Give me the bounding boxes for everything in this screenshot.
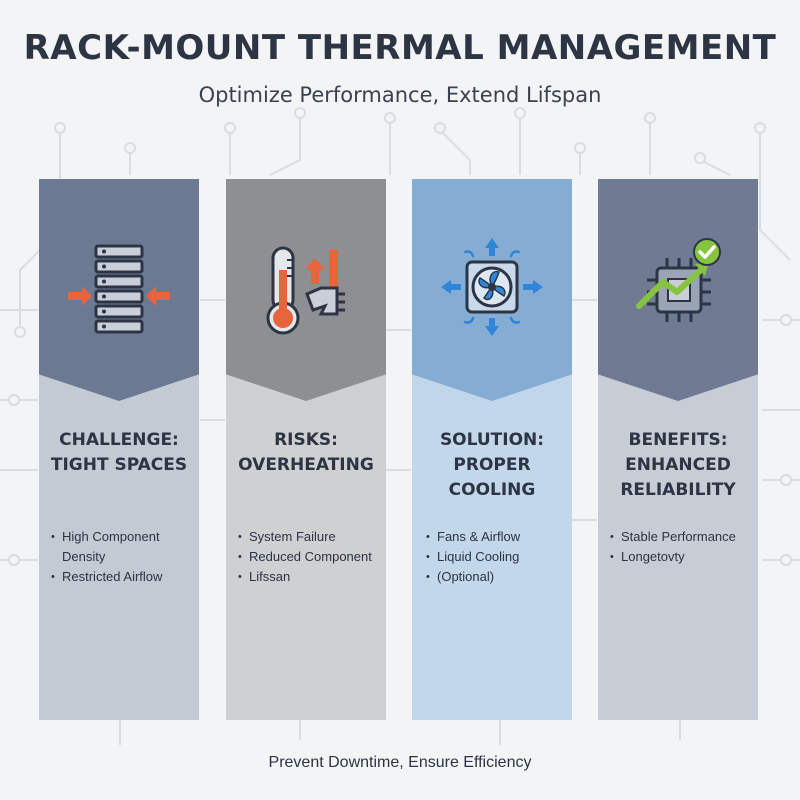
heading-line: BENEFITS: [628, 430, 728, 450]
column-risks: RISKS: OVERHEATING System Failure Reduce… [226, 179, 386, 720]
bullet-list: System Failure Reduced Component Lifssan [238, 527, 388, 587]
server-rack-icon [68, 244, 170, 334]
bullet-list: Stable Performance Longetovty [610, 527, 760, 567]
footer-tagline: Prevent Downtime, Ensure Efficiency [268, 754, 532, 771]
page-subtitle: Optimize Performance, Extend Lifspan [198, 83, 602, 107]
chip-check-icon [636, 238, 721, 322]
list-item: System Failure [238, 527, 388, 547]
heading-line: ENHANCED [625, 455, 731, 475]
heading-line: SOLUTION: [439, 430, 545, 450]
thermometer-icon [266, 246, 345, 335]
column-challenge: CHALLENGE: TIGHT SPACES High Component D… [39, 179, 199, 720]
column-benefits: BENEFITS: ENHANCED RELIABILITY Stable Pe… [598, 179, 758, 720]
heading-line: TIGHT SPACES [50, 455, 188, 475]
page-title: RACK-MOUNT THERMAL MANAGEMENT [23, 28, 777, 68]
column-heading: CHALLENGE: TIGHT SPACES [39, 428, 199, 478]
list-item: Restricted Airflow [51, 567, 201, 587]
list-item: Liquid Cooling [426, 547, 576, 567]
heading-line: PROPER COOLING [448, 455, 536, 500]
list-item: Lifssan [238, 567, 388, 587]
heading-line: CHALLENGE: [59, 430, 179, 450]
heading-line: OVERHEATING [238, 455, 374, 475]
bullet-list: Fans & Airflow Liquid Cooling (Optional) [426, 527, 576, 587]
list-item: Stable Performance [610, 527, 760, 547]
bullet-list: High Component Density Restricted Airflo… [51, 527, 201, 587]
list-item: Longetovty [610, 547, 760, 567]
column-heading: BENEFITS: ENHANCED RELIABILITY [598, 428, 758, 503]
column-heading: SOLUTION: PROPER COOLING [412, 428, 572, 503]
list-item: Fans & Airflow [426, 527, 576, 547]
column-heading: RISKS: OVERHEATING [226, 428, 386, 478]
list-item: Reduced Component [238, 547, 388, 567]
heading-line: RELIABILITY [620, 480, 736, 500]
list-item: (Optional) [426, 567, 576, 587]
cooling-fan-icon [441, 238, 543, 336]
list-item: High Component Density [51, 527, 201, 567]
column-solution: SOLUTION: PROPER COOLING Fans & Airflow … [412, 179, 572, 720]
heading-line: RISKS: [274, 430, 338, 450]
column-head [226, 179, 386, 401]
